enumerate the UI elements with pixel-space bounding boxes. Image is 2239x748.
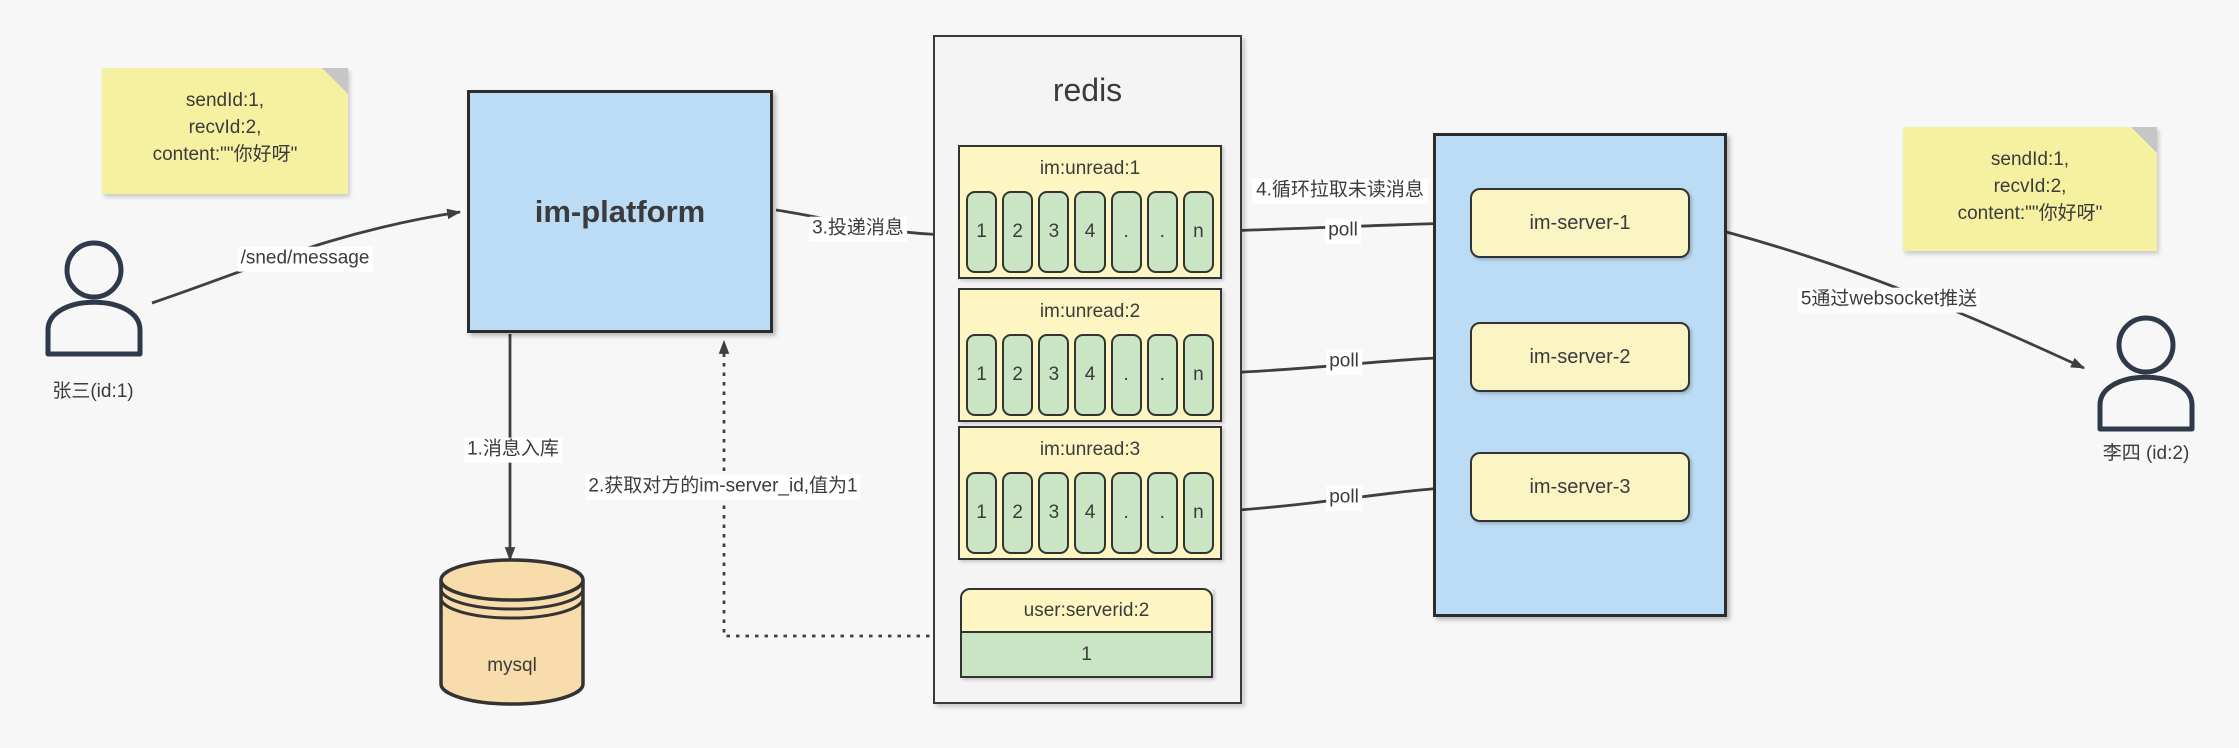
list-cell: 2 bbox=[1002, 472, 1034, 554]
note-line: content:""你好呀" bbox=[152, 144, 298, 165]
actor-receiver-label: 李四 (id:2) bbox=[2102, 443, 2190, 464]
kv-title: user:serverid:2 bbox=[960, 588, 1213, 633]
list-cell: . bbox=[1110, 334, 1142, 416]
person-icon bbox=[2097, 315, 2195, 432]
list-cell: . bbox=[1110, 472, 1142, 554]
edge-label-step4: 4.循环拉取未读消息 bbox=[1252, 178, 1428, 204]
actor-sender bbox=[38, 240, 150, 360]
list-cell: 3 bbox=[1038, 472, 1070, 554]
mysql-database bbox=[437, 556, 587, 708]
im-server-2-label: im-server-2 bbox=[1529, 345, 1631, 368]
list-cell: 1 bbox=[966, 472, 998, 554]
list-cell: 4 bbox=[1074, 472, 1106, 554]
list-cell: n bbox=[1182, 191, 1214, 273]
list-cell: 1 bbox=[966, 191, 998, 273]
list-cell: . bbox=[1146, 334, 1178, 416]
note-line: recvId:2, bbox=[1993, 176, 2067, 197]
list-cell: 4 bbox=[1074, 191, 1106, 273]
note-text: sendId:1, recvId:2, content:""你好呀" bbox=[102, 87, 348, 168]
list-cell: 3 bbox=[1038, 191, 1070, 273]
list-title: im:unread:3 bbox=[1039, 439, 1141, 460]
note-line: sendId:1, bbox=[1990, 149, 2070, 170]
edge-label-step2: 2.获取对方的im-server_id,值为1 bbox=[585, 474, 861, 500]
list-cell: 2 bbox=[1002, 334, 1034, 416]
actor-receiver bbox=[2090, 315, 2202, 435]
sticky-note-right: sendId:1, recvId:2, content:""你好呀" bbox=[1903, 127, 2157, 251]
list-cell: 3 bbox=[1038, 334, 1070, 416]
note-fold-icon bbox=[2131, 127, 2157, 153]
note-line: sendId:1, bbox=[185, 90, 265, 111]
edge-label-send-message: /sned/message bbox=[237, 246, 373, 272]
list-cells: 1 2 3 4 . . n bbox=[960, 191, 1220, 273]
person-icon bbox=[45, 240, 143, 357]
list-cell: 2 bbox=[1002, 191, 1034, 273]
list-cell: 4 bbox=[1074, 334, 1106, 416]
note-text: sendId:1, recvId:2, content:""你好呀" bbox=[1903, 146, 2157, 227]
im-platform-label: im-platform bbox=[534, 193, 706, 229]
edge-label-step1: 1.消息入库 bbox=[464, 437, 562, 463]
list-cell: 1 bbox=[966, 334, 998, 416]
actor-sender-label: 张三(id:1) bbox=[52, 381, 134, 402]
edge-label-poll-1: poll bbox=[1325, 218, 1361, 244]
mysql-label: mysql bbox=[487, 655, 537, 676]
redis-title: redis bbox=[1052, 72, 1123, 108]
im-server-3-box: im-server-3 bbox=[1470, 452, 1690, 522]
list-cells: 1 2 3 4 . . n bbox=[960, 472, 1220, 554]
im-server-1-label: im-server-1 bbox=[1529, 211, 1631, 234]
list-cell: n bbox=[1182, 472, 1214, 554]
redis-list-unread-2: im:unread:2 1 2 3 4 . . n bbox=[958, 288, 1222, 422]
list-title: im:unread:2 bbox=[1039, 301, 1141, 322]
note-line: recvId:2, bbox=[188, 117, 262, 138]
redis-list-unread-1: im:unread:1 1 2 3 4 . . n bbox=[958, 145, 1222, 279]
list-title: im:unread:1 bbox=[1039, 158, 1141, 179]
redis-list-unread-3: im:unread:3 1 2 3 4 . . n bbox=[958, 426, 1222, 560]
edge-label-poll-3: poll bbox=[1326, 485, 1362, 511]
list-cells: 1 2 3 4 . . n bbox=[960, 334, 1220, 416]
edge-label-poll-2: poll bbox=[1326, 349, 1362, 375]
sticky-note-left: sendId:1, recvId:2, content:""你好呀" bbox=[102, 68, 348, 194]
note-fold-icon bbox=[322, 68, 348, 94]
database-cylinder-icon bbox=[439, 558, 585, 706]
im-platform-box: im-platform bbox=[467, 90, 773, 333]
list-cell: . bbox=[1146, 472, 1178, 554]
edge-label-step3: 3.投递消息 bbox=[809, 216, 907, 242]
redis-kv-user-serverid: user:serverid:2 1 bbox=[960, 588, 1213, 678]
list-cell: . bbox=[1146, 191, 1178, 273]
kv-value: 1 bbox=[960, 633, 1213, 678]
list-cell: n bbox=[1182, 334, 1214, 416]
im-server-1-box: im-server-1 bbox=[1470, 188, 1690, 258]
list-cell: . bbox=[1110, 191, 1142, 273]
im-server-3-label: im-server-3 bbox=[1529, 475, 1631, 498]
edge-label-step5: 5通过websocket推送 bbox=[1797, 287, 1981, 313]
im-server-2-box: im-server-2 bbox=[1470, 322, 1690, 392]
note-line: content:""你好呀" bbox=[1957, 203, 2103, 224]
